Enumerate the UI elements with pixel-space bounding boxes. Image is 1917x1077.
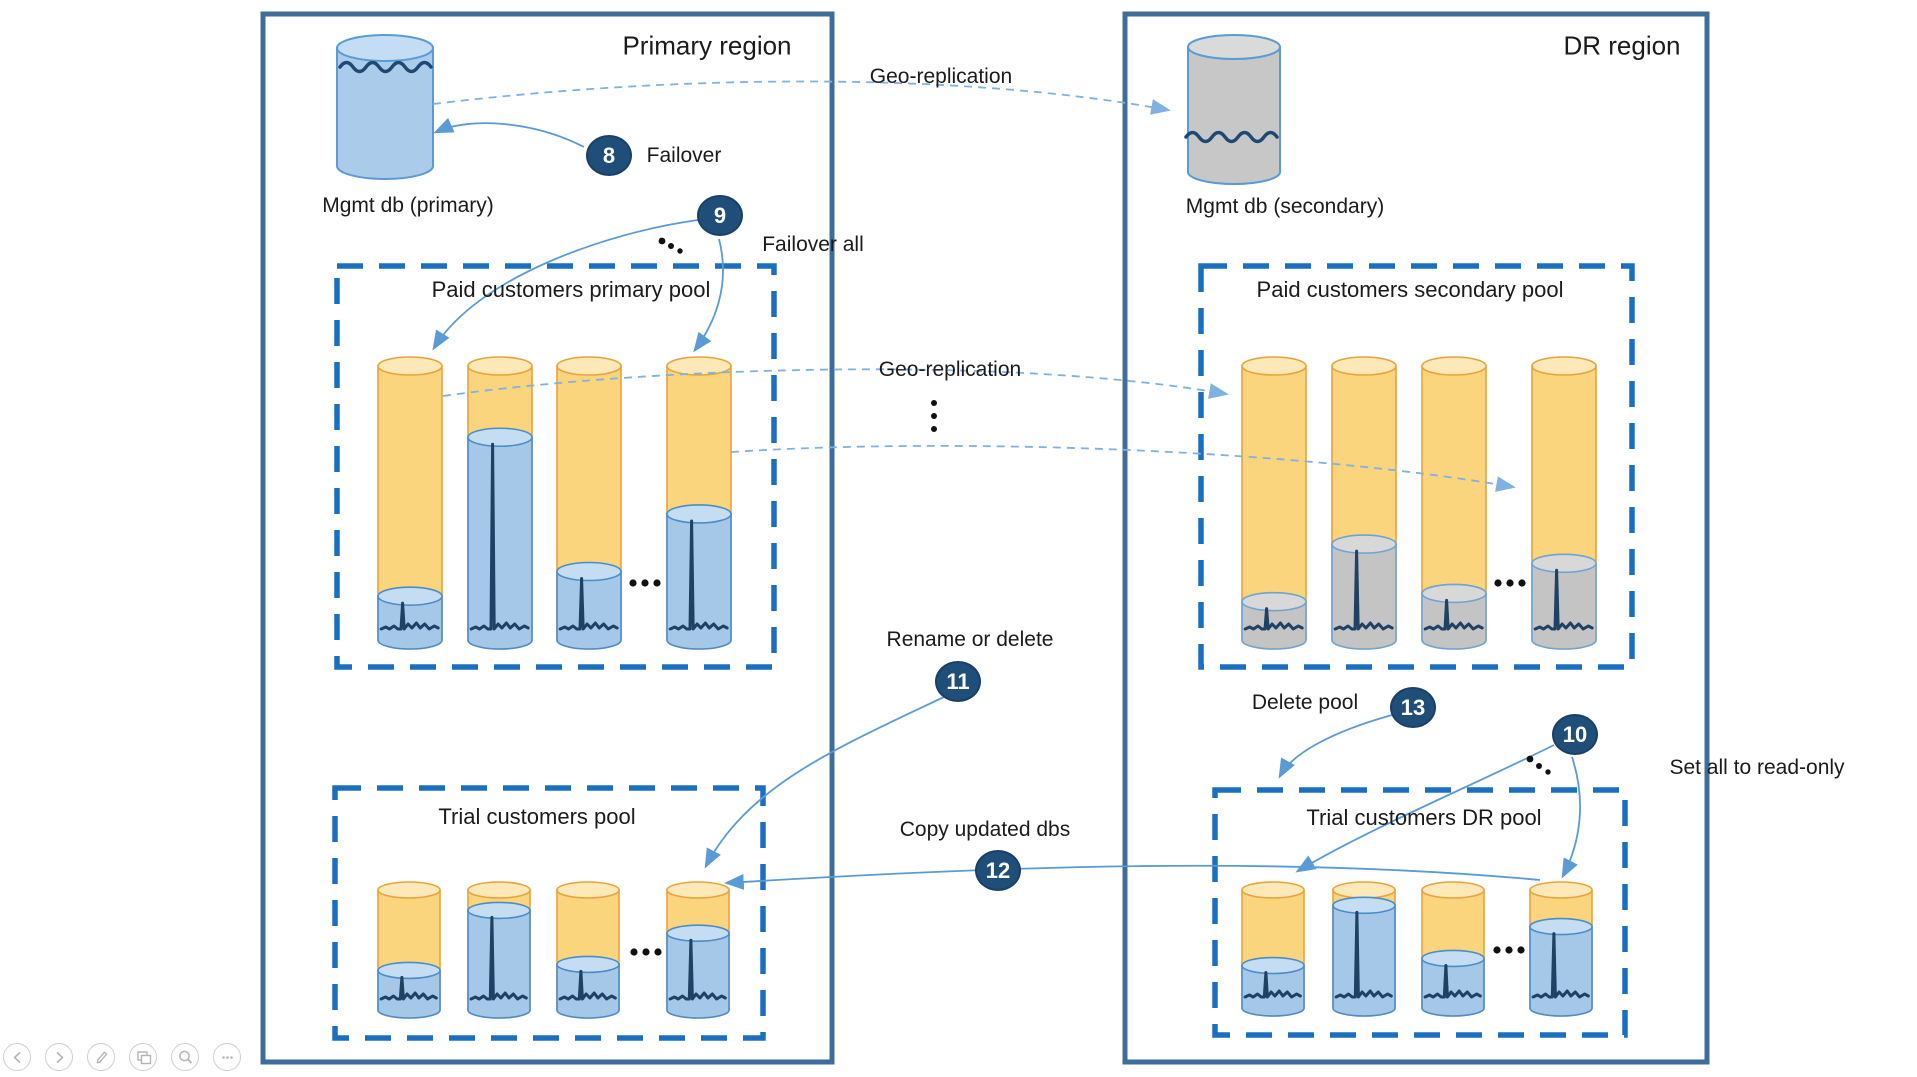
pen-button[interactable] [87, 1043, 115, 1071]
step-badge-9: 9 [697, 195, 743, 236]
mgmt-db-secondary-label: Mgmt db (secondary) [1185, 195, 1385, 218]
paid-primary-pool-box [334, 263, 777, 670]
mgmt-db-primary-label: Mgmt db (primary) [322, 194, 494, 217]
step-badge-9-number: 9 [713, 202, 727, 228]
geo-replication-mid-arrow-2 [730, 444, 1516, 492]
vertical-ellipsis-dots-mid [931, 400, 937, 432]
db-cylinder-trial_dr-4 [1529, 881, 1593, 1017]
see-all-slides-icon [136, 1050, 151, 1064]
geo-replication-top-arrow [432, 80, 1171, 115]
database-cylinders-layer [336, 34, 1597, 1019]
dr-region-box [1122, 11, 1710, 1065]
step-badge-8-number: 8 [602, 142, 616, 168]
step-badge-10-number: 10 [1562, 721, 1588, 747]
db-cylinder-paid_primary-2 [467, 356, 533, 650]
previous-slide-icon [13, 1051, 21, 1063]
ellipsis-dots-paid-primary [629, 579, 661, 587]
zoom-button[interactable] [171, 1043, 199, 1071]
trial-dr-pool-label: Trial customers DR pool [1306, 805, 1542, 830]
pen-icon [96, 1051, 107, 1063]
set-readonly-arrow-right [1561, 756, 1581, 879]
copy-updated-dbs-line [724, 864, 1541, 890]
db-cylinder-paid_primary-4 [666, 356, 732, 650]
next-slide-icon [55, 1051, 63, 1063]
next-slide-button[interactable] [45, 1043, 73, 1071]
db-cylinder-paid_secondary-2 [1331, 356, 1397, 650]
copy-updated-dbs-label: Copy updated dbs [899, 818, 1071, 841]
mgmt-db-secondary-cylinder [1184, 34, 1281, 185]
db-cylinder-trial_primary-3 [556, 881, 620, 1019]
ellipsis-dots-trial-primary [630, 948, 662, 956]
dr-region-title: DR region [1563, 30, 1681, 61]
db-cylinder-trial_dr-1 [1241, 881, 1305, 1017]
trial-primary-pool-box [332, 785, 766, 1041]
db-cylinder-paid_secondary-3 [1421, 356, 1487, 650]
ellipsis-dots-trial-dr [1493, 946, 1525, 954]
slideshow-toolbar [3, 1043, 241, 1071]
paid-secondary-pool-box [1198, 263, 1635, 670]
step-badge-10: 10 [1552, 714, 1598, 755]
db-cylinder-trial_dr-2 [1332, 881, 1396, 1017]
failover-all-arrow-left [432, 219, 699, 351]
db-cylinder-paid_secondary-1 [1241, 356, 1307, 650]
trial-dr-pool-box [1212, 787, 1628, 1038]
failover-all-arrow-right [693, 238, 724, 353]
ellipsis-dots-near-badge-10 [1526, 755, 1551, 775]
db-cylinder-paid_primary-3 [556, 356, 622, 650]
paid-primary-pool-label: Paid customers primary pool [431, 277, 711, 302]
zoom-icon [178, 1050, 192, 1064]
previous-slide-button[interactable] [3, 1043, 31, 1071]
step-badge-8: 8 [586, 135, 632, 176]
db-cylinder-trial_primary-4 [666, 881, 730, 1019]
step-badge-13: 13 [1390, 687, 1436, 728]
ellipsis-dots-near-badge-9 [658, 237, 683, 254]
failover-all-label: Failover all [762, 233, 864, 256]
step-badge-13-number: 13 [1400, 694, 1426, 720]
delete-pool-label: Delete pool [1251, 691, 1359, 714]
paid-secondary-pool-label: Paid customers secondary pool [1256, 277, 1564, 302]
db-cylinder-paid_primary-1 [377, 356, 443, 650]
rename-delete-arrow [704, 696, 945, 869]
trial-primary-pool-label: Trial customers pool [438, 804, 636, 829]
primary-region-title: Primary region [622, 30, 792, 61]
geo-replication-top-label: Geo-replication [869, 65, 1013, 88]
step-badge-11-number: 11 [946, 668, 970, 694]
failover-arrow [433, 117, 585, 148]
step-badge-12-number: 12 [985, 857, 1011, 883]
mgmt-db-primary-cylinder [336, 34, 434, 180]
delete-pool-arrow [1278, 714, 1393, 779]
db-cylinder-paid_secondary-4 [1531, 356, 1597, 650]
more-options-button[interactable] [213, 1043, 241, 1071]
db-cylinder-trial_primary-1 [377, 881, 441, 1019]
rename-or-delete-label: Rename or delete [886, 628, 1054, 651]
step-badge-11: 11 [935, 661, 981, 702]
set-all-readonly-label: Set all to read-only [1669, 756, 1845, 779]
geo-replication-mid-label: Geo-replication [878, 358, 1022, 381]
db-cylinder-trial_dr-3 [1421, 881, 1485, 1017]
see-all-slides-button[interactable] [129, 1043, 157, 1071]
primary-region-box [260, 11, 835, 1065]
ellipsis-dots-paid-secondary [1494, 579, 1526, 587]
db-cylinder-trial_primary-2 [467, 881, 531, 1019]
set-readonly-arrow-left [1295, 744, 1555, 873]
step-badge-12: 12 [975, 850, 1021, 891]
failover-label: Failover [646, 144, 722, 167]
geo-replication-mid-arrow-1 [442, 368, 1229, 399]
more-options-icon [221, 1055, 233, 1059]
